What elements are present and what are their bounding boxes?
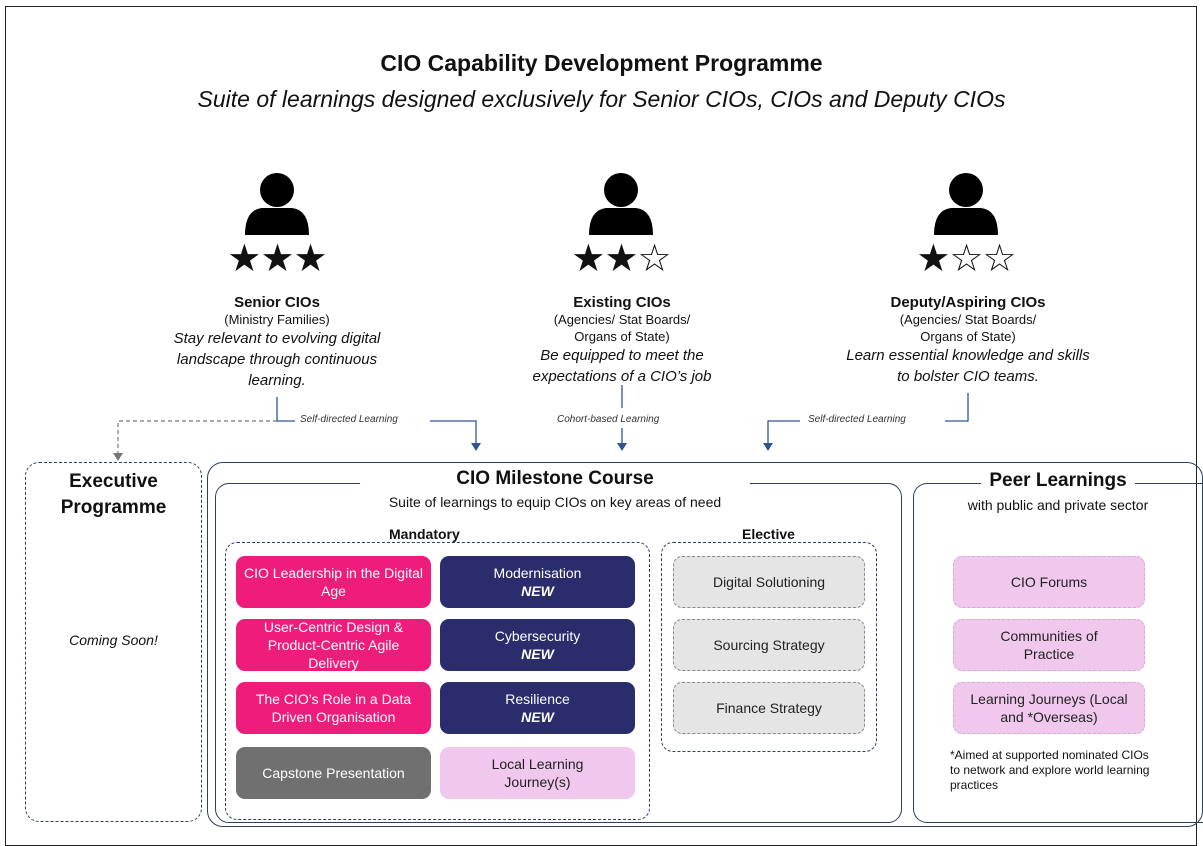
peer-communities-of-practice: Communities of Practice xyxy=(953,619,1145,671)
persona-senior: ★★★ xyxy=(197,240,357,278)
elective-label: Elective xyxy=(736,526,801,542)
course-modernisation: Modernisation NEW xyxy=(440,556,635,608)
course-label: Resilience xyxy=(505,691,570,707)
executive-programme-box: Executive Programme Coming Soon! xyxy=(25,462,202,822)
persona-icons xyxy=(113,173,998,461)
persona-deputy-text: Deputy/Aspiring CIOs (Agencies/ Stat Boa… xyxy=(838,288,1098,387)
connector-label-center: Cohort-based Learning xyxy=(557,414,660,425)
elective-sourcing-strategy: Sourcing Strategy xyxy=(673,619,865,671)
milestone-title: CIO Milestone Course xyxy=(456,468,654,489)
star-rating: ★★★ xyxy=(227,238,327,280)
star-rating: ★☆☆ xyxy=(916,238,1016,280)
persona-desc: Learn essential knowledge and skills to … xyxy=(846,347,1090,385)
new-badge: NEW xyxy=(521,583,554,599)
peer-note: *Aimed at supported nominated CIOs to ne… xyxy=(950,748,1150,792)
course-local-learning-journey: Local Learning Journey(s) xyxy=(440,747,635,799)
persona-name: Senior CIOs xyxy=(234,294,320,311)
persona-name: Existing CIOs xyxy=(573,294,671,311)
persona-desc: Be equipped to meet the expectations of … xyxy=(532,347,712,385)
peer-title: Peer Learnings xyxy=(913,470,1203,492)
course-capstone: Capstone Presentation xyxy=(236,747,431,799)
elective-finance-strategy: Finance Strategy xyxy=(673,682,865,734)
connector-label-right: Self-directed Learning xyxy=(808,414,906,425)
elective-digital-solutioning: Digital Solutioning xyxy=(673,556,865,608)
milestone-header: CIO Milestone Course xyxy=(360,468,750,490)
course-label: Modernisation xyxy=(493,565,582,581)
persona-org: (Agencies/ Stat Boards/ Organs of State) xyxy=(553,312,691,344)
new-badge: NEW xyxy=(521,709,554,725)
star-rating: ★★☆ xyxy=(571,238,671,280)
page-title: CIO Capability Development Programme xyxy=(380,50,823,76)
arrowheads xyxy=(113,443,773,461)
executive-title: Executive Programme xyxy=(60,471,167,518)
peer-cio-forums: CIO Forums xyxy=(953,556,1145,608)
course-user-centric-design: User-Centric Design & Product-Centric Ag… xyxy=(236,619,431,671)
persona-org: (Agencies/ Stat Boards/ Organs of State) xyxy=(899,312,1037,344)
mandatory-group xyxy=(225,542,650,820)
page-subtitle: Suite of learnings designed exclusively … xyxy=(197,86,1006,112)
executive-status: Coming Soon! xyxy=(69,632,158,648)
milestone-subtitle: Suite of learnings to equip CIOs on key … xyxy=(388,494,722,510)
persona-desc: Stay relevant to evolving digital landsc… xyxy=(173,330,381,389)
course-resilience: Resilience NEW xyxy=(440,682,635,734)
connector-dashed xyxy=(117,420,277,453)
peer-title-text: Peer Learnings xyxy=(981,470,1135,491)
course-cybersecurity: Cybersecurity NEW xyxy=(440,619,635,671)
elective-group xyxy=(661,542,877,752)
peer-learning-journeys: Learning Journeys (Local and *Overseas) xyxy=(953,682,1145,734)
persona-org: (Ministry Families) xyxy=(224,312,330,327)
mandatory-label: Mandatory xyxy=(383,526,466,542)
person-icon xyxy=(934,173,998,235)
persona-existing: ★★☆ xyxy=(541,240,701,278)
persona-deputy: ★☆☆ xyxy=(886,240,1046,278)
connector-label-left: Self-directed Learning xyxy=(300,414,398,425)
course-cio-data-role: The CIO’s Role in a Data Driven Organisa… xyxy=(236,682,431,734)
person-icon xyxy=(589,173,653,235)
connector-lines xyxy=(276,385,969,443)
course-cio-leadership: CIO Leadership in the Digital Age xyxy=(236,556,431,608)
course-label: Cybersecurity xyxy=(494,628,581,644)
peer-subtitle: with public and private sector xyxy=(967,497,1149,513)
new-badge: NEW xyxy=(521,646,554,662)
persona-existing-text: Existing CIOs (Agencies/ Stat Boards/ Or… xyxy=(512,288,732,387)
persona-name: Deputy/Aspiring CIOs xyxy=(890,294,1046,311)
persona-senior-text: Senior CIOs (Ministry Families) Stay rel… xyxy=(157,288,397,391)
person-icon xyxy=(245,173,309,235)
